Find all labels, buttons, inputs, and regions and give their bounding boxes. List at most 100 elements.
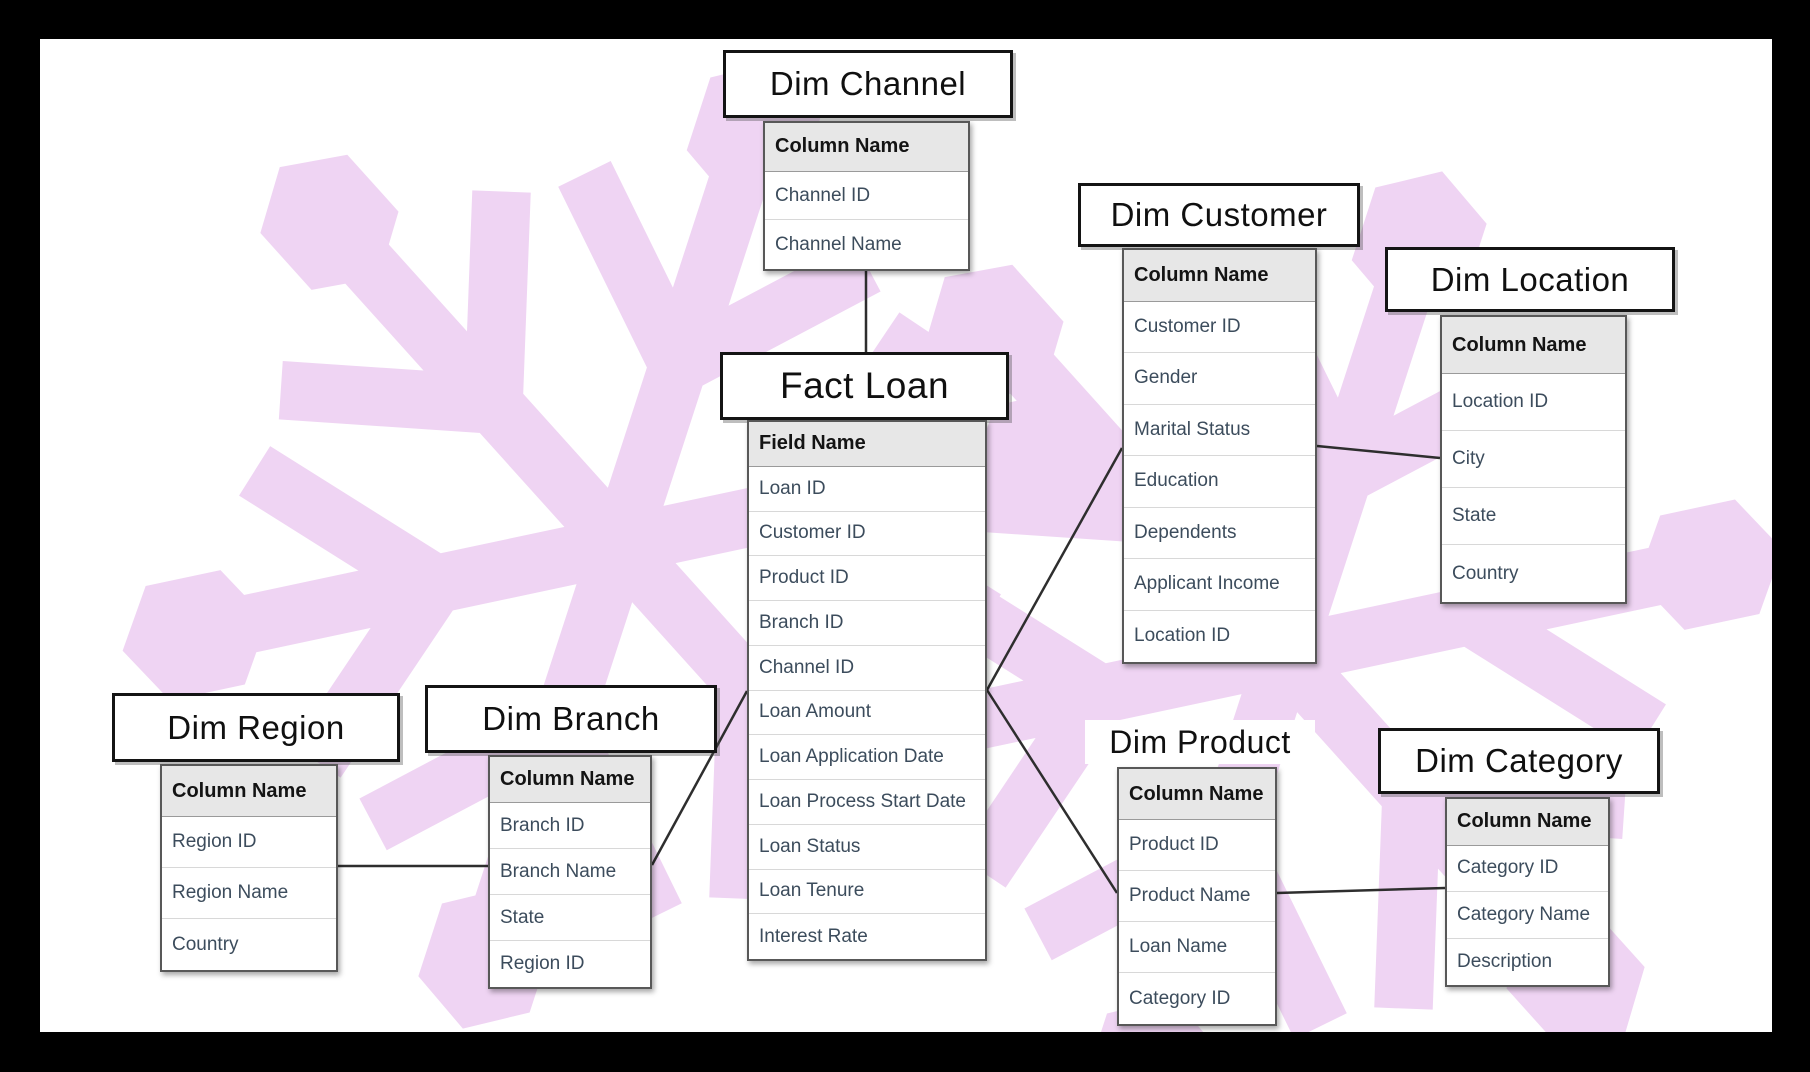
relationship-fact-customer	[985, 447, 1124, 691]
table-row: Gender	[1124, 353, 1315, 405]
column-header: Column Name	[162, 766, 336, 817]
row-label: Location ID	[1134, 625, 1231, 647]
table-row: Category ID	[1447, 846, 1608, 892]
row-label: State	[500, 906, 545, 928]
row-label: Applicant Income	[1134, 573, 1280, 595]
table-row: Branch ID	[749, 601, 985, 646]
entity-title-dim-region: Dim Region	[112, 693, 400, 762]
row-label: City	[1452, 448, 1485, 469]
entity-title-label: Dim Category	[1415, 742, 1623, 779]
row-label: Category ID	[1457, 857, 1559, 879]
table-row: Product ID	[749, 556, 985, 601]
entity-title-label: Dim Customer	[1110, 196, 1328, 233]
entity-title-label: Dim Region	[167, 708, 345, 746]
table-row: Loan Name	[1119, 922, 1275, 973]
row-label: Loan ID	[759, 477, 826, 499]
row-label: Branch Name	[500, 860, 617, 882]
row-label: Loan Name	[1129, 936, 1228, 957]
relationship-customer-location	[1316, 444, 1441, 460]
entity-title-dim-customer: Dim Customer	[1078, 183, 1360, 247]
row-label: Country	[1452, 562, 1519, 584]
column-header: Column Name	[1447, 799, 1608, 846]
table-row: Category ID	[1119, 973, 1275, 1024]
row-label: Product ID	[759, 567, 849, 589]
entity-title-dim-channel: Dim Channel	[723, 50, 1013, 118]
entity-title-dim-branch: Dim Branch	[425, 685, 717, 753]
row-label: Interest Rate	[759, 925, 868, 947]
relationship-branch-fact	[650, 690, 749, 866]
relationship-fact-product	[985, 689, 1119, 894]
column-header: Column Name	[1442, 317, 1625, 374]
table-row: Loan Process Start Date	[749, 780, 985, 825]
table-row: Location ID	[1124, 611, 1315, 663]
entity-title-label: Dim Branch	[482, 700, 660, 737]
entity-table-fact-loan: Field Name Loan ID Customer ID Product ID B…	[747, 420, 987, 961]
table-row: Customer ID	[749, 512, 985, 557]
entity-title-label: Dim Location	[1430, 260, 1630, 298]
table-row: Region ID	[162, 817, 336, 868]
table-row: Channel ID	[749, 646, 985, 691]
table-row: Category Name	[1447, 892, 1608, 939]
table-row: Channel Name	[765, 220, 968, 269]
column-list: Loan ID Customer ID Product ID Branch ID Cha…	[749, 467, 985, 959]
table-row: Product ID	[1119, 820, 1275, 871]
table-row: Location ID	[1442, 374, 1625, 431]
row-label: Product Name	[1129, 885, 1251, 906]
table-row: Loan Amount	[749, 691, 985, 736]
row-label: Education	[1134, 470, 1219, 492]
row-label: Region ID	[500, 953, 585, 974]
table-row: Branch Name	[490, 849, 650, 895]
entity-title-label: Dim Product	[1109, 723, 1291, 760]
table-row: Branch ID	[490, 803, 650, 849]
row-label: Marital Status	[1134, 418, 1251, 440]
row-label: Customer ID	[1134, 315, 1241, 337]
table-row: State	[490, 895, 650, 941]
entity-title-dim-product: Dim Product	[1085, 720, 1315, 764]
row-label: Location ID	[1452, 391, 1549, 412]
table-row: Dependents	[1124, 508, 1315, 559]
row-label: Branch ID	[759, 611, 844, 633]
table-row: Applicant Income	[1124, 559, 1315, 611]
column-header: Column Name	[765, 123, 968, 172]
table-row: Loan Application Date	[749, 735, 985, 780]
table-row: Region ID	[490, 941, 650, 987]
row-label: Region Name	[172, 882, 289, 903]
table-row: City	[1442, 431, 1625, 488]
table-row: Marital Status	[1124, 405, 1315, 456]
table-row: Country	[162, 919, 336, 970]
entity-title-dim-location: Dim Location	[1385, 247, 1675, 312]
relationship-product-category	[1276, 886, 1446, 895]
column-header: Field Name	[749, 422, 985, 467]
row-label: Loan Amount	[759, 701, 871, 723]
entity-title-dim-category: Dim Category	[1378, 728, 1660, 794]
row-label: Category ID	[1129, 987, 1231, 1009]
relationship-lines	[338, 267, 1446, 895]
row-label: Country	[172, 933, 239, 955]
table-row: Interest Rate	[749, 914, 985, 959]
row-label: Loan Tenure	[759, 880, 865, 902]
row-label: Customer ID	[759, 522, 866, 544]
table-row: Product Name	[1119, 871, 1275, 922]
row-label: Description	[1457, 950, 1553, 972]
column-header: Column Name	[1124, 250, 1315, 302]
row-label: Category Name	[1457, 903, 1591, 925]
row-label: Loan Application Date	[759, 746, 944, 768]
row-label: Gender	[1134, 367, 1198, 389]
column-header: Column Name	[1119, 769, 1275, 820]
row-label: Product ID	[1129, 834, 1219, 855]
row-label: State	[1452, 505, 1497, 526]
